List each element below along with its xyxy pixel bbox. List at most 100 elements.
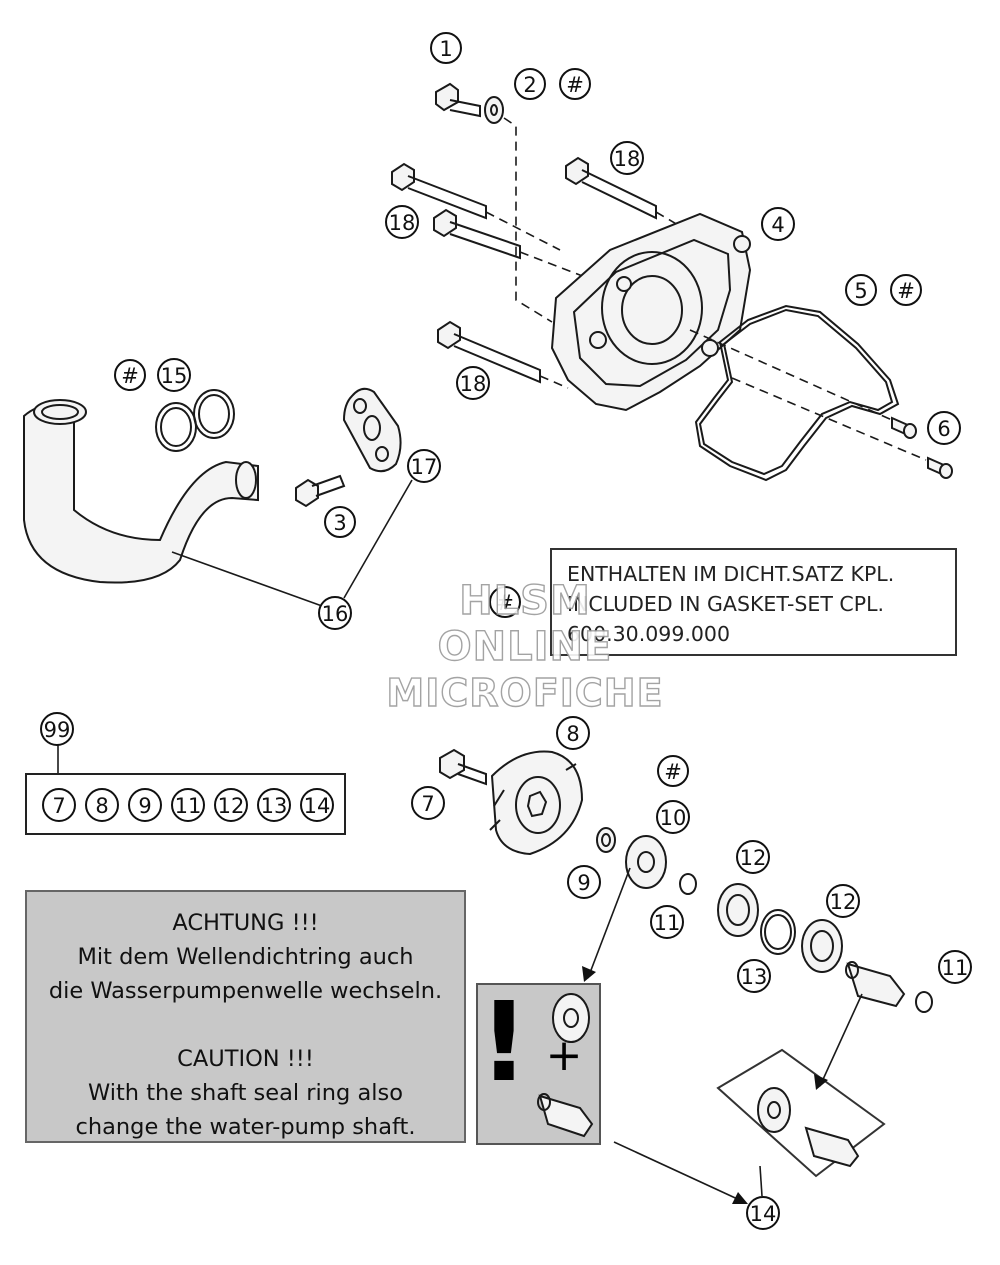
callout-18-lower: 18 xyxy=(456,366,490,400)
note-part-number: 600.30.099.000 xyxy=(567,622,731,646)
svg-text:6: 6 xyxy=(937,417,950,441)
svg-text:9: 9 xyxy=(577,871,590,895)
kit-item-11: 11 xyxy=(171,788,205,822)
svg-text:13: 13 xyxy=(261,794,288,818)
part-11-circlip-a xyxy=(679,873,697,895)
callout-2-hash: # xyxy=(559,68,591,100)
svg-text:16: 16 xyxy=(322,602,349,626)
watermark-line-2: ONLINE xyxy=(437,623,613,670)
svg-text:12: 12 xyxy=(218,794,245,818)
part-10-shaft-seal xyxy=(625,835,667,889)
callout-17: 17 xyxy=(407,449,441,483)
callout-18-left: 18 xyxy=(385,205,419,239)
svg-text:13: 13 xyxy=(741,965,768,989)
svg-text:14: 14 xyxy=(750,1202,777,1226)
part-18-bolt-lower xyxy=(437,320,541,384)
part-17-flange-gasket xyxy=(342,387,402,473)
warning-title-english: CAUTION !!! xyxy=(177,1046,314,1072)
part-16-water-hose xyxy=(23,399,259,584)
callout-8: 8 xyxy=(556,716,590,750)
callout-note-hash: # xyxy=(489,586,521,618)
warning-text-german-1: Mit dem Wellendichtring auch xyxy=(77,944,414,970)
svg-text:18: 18 xyxy=(614,147,641,171)
svg-text:9: 9 xyxy=(138,794,151,818)
kit-item-14: 14 xyxy=(300,788,334,822)
plus-sign: + xyxy=(546,1030,583,1081)
part-15-o-rings xyxy=(155,389,235,452)
svg-text:12: 12 xyxy=(830,890,857,914)
svg-text:7: 7 xyxy=(52,794,65,818)
kit-item-8: 8 xyxy=(85,788,119,822)
svg-text:8: 8 xyxy=(566,722,579,746)
part-6-dowel-pins xyxy=(891,416,953,479)
callout-99: 99 xyxy=(40,712,74,746)
svg-text:1: 1 xyxy=(439,37,452,61)
callout-6: 6 xyxy=(927,411,961,445)
svg-text:4: 4 xyxy=(771,213,784,237)
warning-text-german-2: die Wasserpumpenwelle wechseln. xyxy=(48,978,443,1004)
part-12-bearing-b xyxy=(801,919,843,973)
part-12-bearing-a xyxy=(717,883,759,937)
svg-text:#: # xyxy=(121,364,139,388)
warning-text-english-2: change the water-pump shaft. xyxy=(75,1114,416,1140)
svg-text:2: 2 xyxy=(523,73,536,97)
svg-text:14: 14 xyxy=(304,794,331,818)
svg-text:15: 15 xyxy=(161,364,188,388)
callout-16: 16 xyxy=(318,596,352,630)
svg-text:18: 18 xyxy=(389,211,416,235)
svg-text:12: 12 xyxy=(740,846,767,870)
callout-7: 7 xyxy=(411,786,445,820)
callout-11-b: 11 xyxy=(938,950,972,984)
part-18-bolt-right xyxy=(565,156,657,220)
warning-text-english-1: With the shaft seal ring also xyxy=(87,1080,404,1106)
caution-box: ACHTUNG !!! Mit dem Wellendichtring auch… xyxy=(25,890,466,1143)
kit-item-9: 9 xyxy=(128,788,162,822)
svg-text:17: 17 xyxy=(411,455,438,479)
part-5-gasket xyxy=(694,304,900,482)
callout-12-a: 12 xyxy=(736,840,770,874)
callout-2: 2 xyxy=(514,68,546,100)
callout-3: 3 xyxy=(324,506,356,538)
note-line-german: ENTHALTEN IM DICHT.SATZ KPL. xyxy=(567,562,895,586)
callout-10-hash: # xyxy=(657,755,689,787)
callout-5: 5 xyxy=(845,274,877,306)
part-13-snap-ring xyxy=(760,909,796,955)
kit-item-7: 7 xyxy=(42,788,76,822)
callout-14: 14 xyxy=(746,1196,780,1230)
svg-text:#: # xyxy=(664,760,682,784)
warning-title-german: ACHTUNG !!! xyxy=(172,910,319,936)
svg-text:3: 3 xyxy=(333,511,346,535)
watermark-line-3: MICROFICHE xyxy=(386,670,664,715)
callout-15-hash: # xyxy=(114,359,146,391)
svg-text:99: 99 xyxy=(44,718,71,742)
part-11-circlip-b xyxy=(915,991,933,1013)
svg-text:11: 11 xyxy=(942,956,969,980)
part-2-washer xyxy=(484,96,504,124)
svg-text:10: 10 xyxy=(660,806,687,830)
callout-11-a: 11 xyxy=(650,905,684,939)
part-9-washer xyxy=(596,827,616,853)
replacement-kit-box xyxy=(476,983,601,1145)
svg-text:#: # xyxy=(566,73,584,97)
callout-12-b: 12 xyxy=(826,884,860,918)
callout-5-hash: # xyxy=(890,274,922,306)
part-8-impeller xyxy=(489,750,584,856)
kit-items-row: 7 8 9 11 12 13 14 xyxy=(42,788,334,822)
gasket-set-note: ENTHALTEN IM DICHT.SATZ KPL. INCLUDED IN… xyxy=(550,548,957,656)
svg-text:11: 11 xyxy=(654,911,681,935)
svg-text:18: 18 xyxy=(460,372,487,396)
svg-text:#: # xyxy=(897,279,915,303)
svg-text:#: # xyxy=(496,591,514,615)
water-pump-shaft xyxy=(845,961,906,1008)
part-1-bolt xyxy=(435,82,481,118)
callout-10: 10 xyxy=(656,800,690,834)
part-4-pump-cover xyxy=(550,212,752,412)
kit-item-12: 12 xyxy=(214,788,248,822)
callout-15: 15 xyxy=(157,358,191,392)
svg-text:8: 8 xyxy=(95,794,108,818)
watermark: HLSM ONLINE MICROFICHE xyxy=(370,577,680,716)
svg-text:11: 11 xyxy=(175,794,202,818)
kit-item-13: 13 xyxy=(257,788,291,822)
callout-18-right: 18 xyxy=(610,141,644,175)
